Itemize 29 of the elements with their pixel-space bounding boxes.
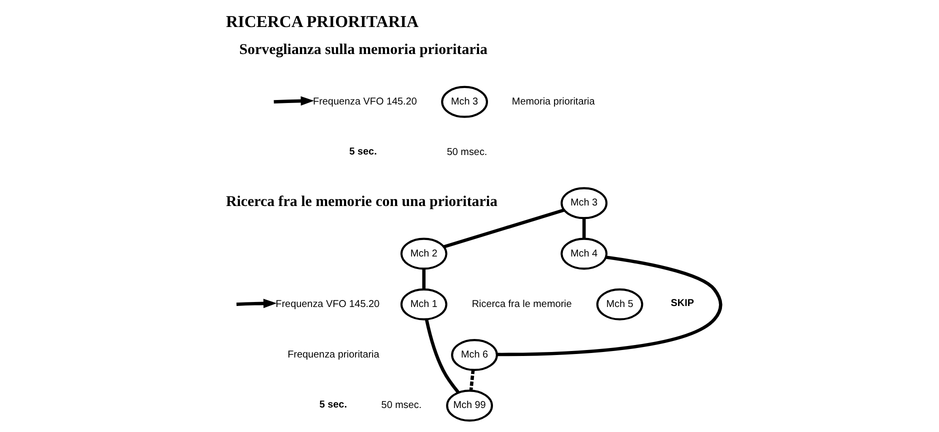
connector bbox=[424, 319, 460, 394]
connector bbox=[582, 218, 586, 239]
label: Ricerca fra le memorie bbox=[471, 298, 572, 310]
label: Frequenza prioritaria bbox=[287, 350, 379, 361]
node-label: SKIP bbox=[670, 298, 694, 310]
node-ellipse: Mch 5 bbox=[596, 288, 643, 320]
node-text: Frequenza VFO 145.20 bbox=[275, 298, 380, 310]
connector bbox=[468, 370, 474, 391]
label: 5 sec. bbox=[318, 399, 346, 410]
node-ellipse: Mch 3 bbox=[440, 86, 488, 118]
connector bbox=[442, 208, 564, 248]
label: 50 msec. bbox=[446, 147, 487, 158]
node-ellipse: Mch 99 bbox=[446, 390, 492, 422]
node-ellipse: Mch 1 bbox=[400, 288, 447, 320]
label: 50 msec. bbox=[380, 400, 422, 412]
label: 5 sec. bbox=[348, 146, 376, 158]
arrow bbox=[236, 298, 276, 308]
node-text: Frequenza VFO 145.20 bbox=[312, 96, 416, 108]
node-label: Memoria prioritaria bbox=[511, 96, 594, 108]
label: Ricerca fra le memorie con una prioritaria bbox=[225, 194, 498, 210]
node-ellipse: Mch 6 bbox=[450, 339, 498, 371]
node-ellipse: Mch 2 bbox=[400, 238, 447, 270]
connector bbox=[422, 268, 426, 290]
node-ellipse: Mch 3 bbox=[560, 187, 607, 220]
arrow bbox=[273, 96, 314, 106]
connector bbox=[496, 256, 722, 356]
diagram-title: RICERCA PRIORITARIA bbox=[225, 12, 418, 32]
node-ellipse: Mch 4 bbox=[560, 238, 607, 270]
label: Sorveglianza sulla memoria prioritaria bbox=[238, 42, 487, 58]
